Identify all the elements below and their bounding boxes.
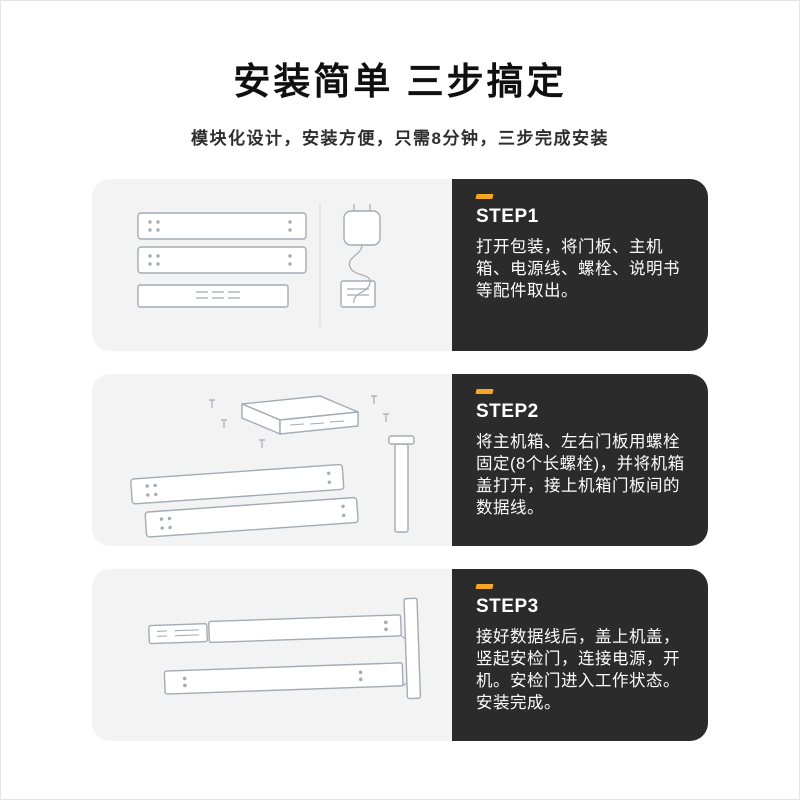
- step-card-1: STEP1 打开包装，将门板、主机箱、电源线、螺栓、说明书等配件取出。: [92, 179, 708, 351]
- step3-illustration-panel: [92, 569, 452, 741]
- step1-description: 打开包装，将门板、主机箱、电源线、螺栓、说明书等配件取出。: [476, 238, 680, 300]
- step3-description: 接好数据线后，盖上机盖，竖起安检门，连接电源，开机。安检门进入工作状态。安装完成…: [476, 628, 680, 712]
- assembled-gate-illustration: [148, 597, 422, 700]
- step3-accent-bar: [475, 584, 494, 589]
- step-cards: STEP1 打开包装，将门板、主机箱、电源线、螺栓、说明书等配件取出。: [92, 179, 708, 741]
- step1-illustration-panel: [92, 179, 452, 351]
- step1-label: STEP1: [476, 206, 539, 227]
- step2-description: 将主机箱、左右门板用螺栓固定(8个长螺栓)，并将机箱盖打开，接上机箱门板间的数据…: [476, 433, 685, 517]
- panel-assembly-illustration: [130, 395, 415, 538]
- parts-unboxing-illustration: [137, 203, 381, 327]
- step-card-2: STEP2 将主机箱、左右门板用螺栓固定(8个长螺栓)，并将机箱盖打开，接上机箱…: [92, 374, 708, 546]
- step3-info-panel: STEP3 接好数据线后，盖上机盖，竖起安检门，连接电源，开机。安检门进入工作状…: [452, 569, 708, 741]
- step3-label: STEP3: [476, 596, 539, 617]
- page-title: 安装简单 三步搞定: [233, 61, 567, 102]
- step2-info-panel: STEP2 将主机箱、左右门板用螺栓固定(8个长螺栓)，并将机箱盖打开，接上机箱…: [452, 374, 708, 546]
- step2-label: STEP2: [476, 401, 539, 422]
- step1-info-panel: STEP1 打开包装，将门板、主机箱、电源线、螺栓、说明书等配件取出。: [452, 179, 708, 351]
- step2-illustration-panel: [92, 374, 452, 546]
- step2-accent-bar: [475, 389, 494, 394]
- step-card-3: STEP3 接好数据线后，盖上机盖，竖起安检门，连接电源，开机。安检门进入工作状…: [92, 569, 708, 741]
- step1-accent-bar: [475, 194, 494, 199]
- page-subtitle: 模块化设计，安装方便，只需8分钟，三步完成安装: [191, 129, 609, 148]
